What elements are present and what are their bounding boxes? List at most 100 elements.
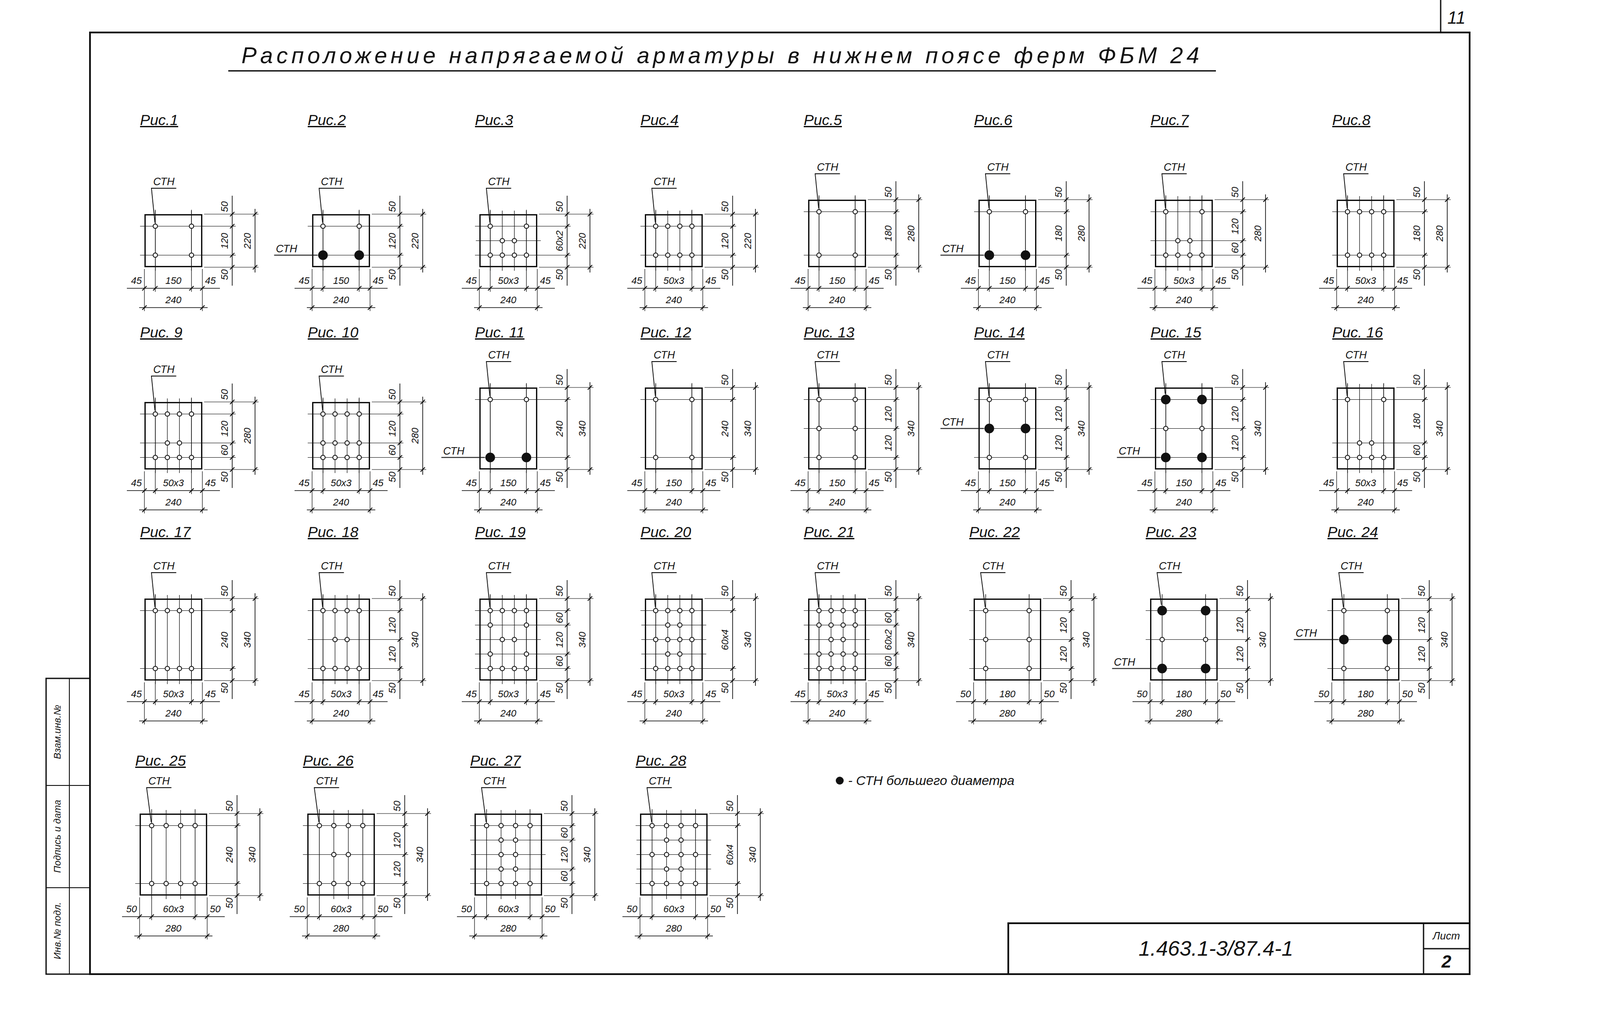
strip-caption: Инв.№ подл. — [52, 902, 63, 960]
extension-line — [865, 471, 867, 514]
figure-heading: Рис. 23 — [1145, 524, 1197, 540]
dimension-tick — [805, 305, 811, 310]
dimension-line — [456, 916, 560, 918]
dimension-line — [1446, 194, 1448, 273]
strand-large — [985, 251, 994, 260]
extension-line — [478, 682, 480, 725]
extension-line — [639, 897, 640, 940]
section-outline: Рис.8 — [1336, 199, 1395, 268]
strand — [1023, 455, 1028, 461]
strand — [164, 823, 169, 829]
dimension-text: 50x3 — [1173, 276, 1195, 286]
strand — [1381, 455, 1386, 461]
strand — [679, 823, 684, 829]
dimension-text: 60 — [559, 871, 570, 882]
dimension-text: 45 — [298, 689, 310, 700]
dimension-text: 240 — [999, 497, 1016, 508]
dimension-tick — [1449, 678, 1455, 684]
extension-line — [867, 598, 923, 599]
dimension-text: 45 — [1039, 276, 1050, 286]
bar-grid-line — [179, 398, 180, 474]
dimension-line — [1423, 181, 1425, 286]
strand-large — [1383, 635, 1392, 645]
dimension-text: 45 — [298, 276, 310, 286]
dimension-text: 50x3 — [330, 478, 352, 489]
strand — [346, 823, 351, 829]
strand — [1345, 397, 1350, 403]
extension-line — [704, 598, 759, 599]
dimension-tick — [420, 467, 425, 472]
dimension-text: 50 — [209, 904, 221, 915]
dimension-text: 280 — [1434, 225, 1445, 242]
dimension-text: 50 — [392, 898, 403, 909]
strand — [524, 623, 529, 628]
dimension-tick — [1091, 596, 1097, 601]
strand — [1199, 426, 1205, 432]
dimension-text: 280 — [665, 924, 683, 934]
dimension-text: 45 — [204, 478, 216, 489]
dimension-text: 50 — [1235, 586, 1245, 597]
dimension-tick — [700, 305, 705, 310]
dimension-text: 50 — [294, 904, 305, 915]
dimension-tick — [1449, 596, 1455, 601]
dimension-text: 240 — [165, 295, 182, 306]
dimension-text: 50 — [883, 471, 894, 483]
dimension-tick — [1215, 719, 1220, 724]
dimension-tick — [1397, 719, 1402, 724]
dimension-text: 240 — [333, 295, 350, 306]
figure-heading: Рис. 9 — [140, 324, 183, 340]
strand — [689, 253, 694, 258]
strand — [1381, 397, 1386, 403]
strand — [345, 637, 350, 643]
extension-line — [201, 471, 203, 514]
dimension-text: 45 — [466, 689, 477, 700]
extension-line — [306, 897, 308, 940]
extension-line — [143, 471, 145, 514]
dimension-tick — [1334, 507, 1339, 513]
bar-grid-line — [679, 210, 680, 271]
dimension-tick — [753, 385, 758, 390]
dimension-tick — [642, 305, 648, 310]
strand — [499, 666, 505, 672]
strand — [1199, 253, 1205, 258]
strand — [165, 666, 170, 672]
dimension-tick — [587, 212, 593, 217]
dimension-text: 50x3 — [162, 478, 184, 489]
strand — [852, 455, 858, 461]
leader-line — [146, 787, 172, 823]
extension-line — [208, 813, 264, 814]
extension-line — [191, 209, 192, 292]
dimension-text: 50 — [1230, 269, 1241, 281]
dimension-text: 240 — [829, 708, 846, 719]
dimension-text: 50 — [387, 586, 398, 597]
figure-heading: Рис. 24 — [1327, 524, 1378, 540]
strand — [650, 823, 655, 829]
leader-line — [815, 572, 841, 608]
callout-label: СТН — [153, 364, 175, 375]
leader-line — [651, 188, 677, 223]
extension-line — [371, 680, 427, 681]
strand — [1027, 666, 1032, 672]
dimension-tick — [1263, 265, 1268, 270]
dimension-text: 50x3 — [663, 689, 685, 700]
strand — [177, 455, 182, 461]
strand — [331, 852, 337, 858]
dimension-tick — [1086, 385, 1092, 390]
strand — [488, 253, 493, 258]
dimension-text: 50 — [1220, 689, 1231, 700]
extension-line — [1035, 471, 1037, 514]
strand — [689, 666, 694, 672]
dimension-text: 280 — [165, 924, 182, 934]
strand-large — [985, 424, 994, 434]
dimension-tick — [367, 507, 373, 513]
strand — [1369, 209, 1374, 215]
extension-line — [371, 598, 427, 599]
callout-label: СТН — [653, 349, 676, 361]
dimension-line — [399, 383, 401, 489]
dimension-text: 45 — [1397, 478, 1408, 489]
strand — [499, 608, 505, 614]
figure-heading: Рис. 17 — [140, 524, 191, 540]
dimension-text: 340 — [577, 631, 588, 648]
strand — [816, 426, 822, 432]
extension-line — [867, 266, 923, 268]
